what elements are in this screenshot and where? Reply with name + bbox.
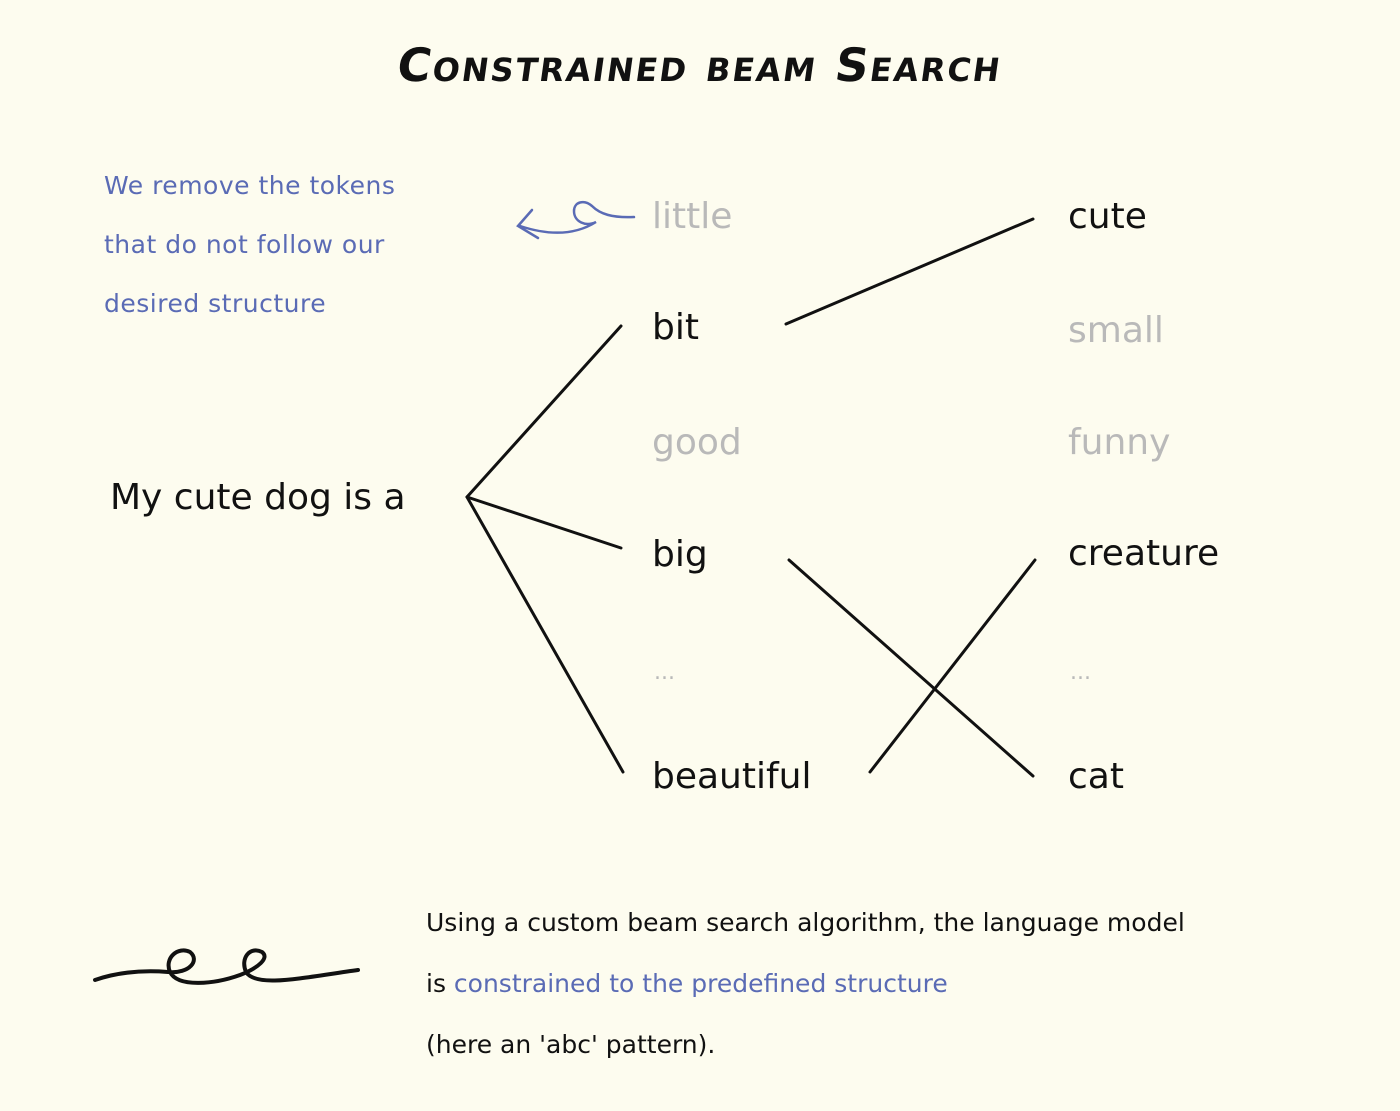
edge-prompt-beautiful xyxy=(465,495,625,774)
token-cat: cat xyxy=(1068,756,1124,797)
token-beautiful: beautiful xyxy=(652,756,812,797)
caption-line-1: Using a custom beam search algorithm, th… xyxy=(426,908,1185,937)
annotation-line-2: that do not follow our xyxy=(104,230,385,259)
token-funny: funny xyxy=(1068,422,1171,463)
annotation-line-1: We remove the tokens xyxy=(104,171,396,200)
caption-highlight: constrained to the predefined structure xyxy=(453,969,948,998)
annotation-line-3: desired structure xyxy=(104,289,327,318)
annotation-note: We remove the tokens that do not follow … xyxy=(104,156,464,333)
token-ellipsis-level2: ... xyxy=(1070,660,1091,685)
caption-line-3: (here an 'abc' pattern). xyxy=(426,1030,716,1059)
edge-beautiful-creature xyxy=(868,558,1037,774)
caption-line-2: is constrained to the predefined structu… xyxy=(426,953,1386,1014)
edge-prompt-big xyxy=(465,495,623,550)
edge-big-cat xyxy=(787,558,1035,778)
token-ellipsis-level1: ... xyxy=(654,660,675,685)
prompt-text: My cute dog is a xyxy=(110,477,406,518)
token-good: good xyxy=(652,422,742,463)
token-bit: bit xyxy=(652,307,699,348)
caption-line-2-prefix: is xyxy=(426,969,454,998)
edge-prompt-bit xyxy=(465,324,623,499)
token-creature: creature xyxy=(1068,533,1220,574)
token-cute: cute xyxy=(1068,196,1147,237)
token-big: big xyxy=(652,534,708,575)
edge-bit-cute xyxy=(784,217,1035,326)
token-little: little xyxy=(652,196,733,237)
curly-left-arrow-icon xyxy=(516,200,636,240)
caption: Using a custom beam search algorithm, th… xyxy=(426,892,1386,1075)
token-small: small xyxy=(1068,310,1164,351)
squiggle-loop-icon xyxy=(93,948,360,985)
